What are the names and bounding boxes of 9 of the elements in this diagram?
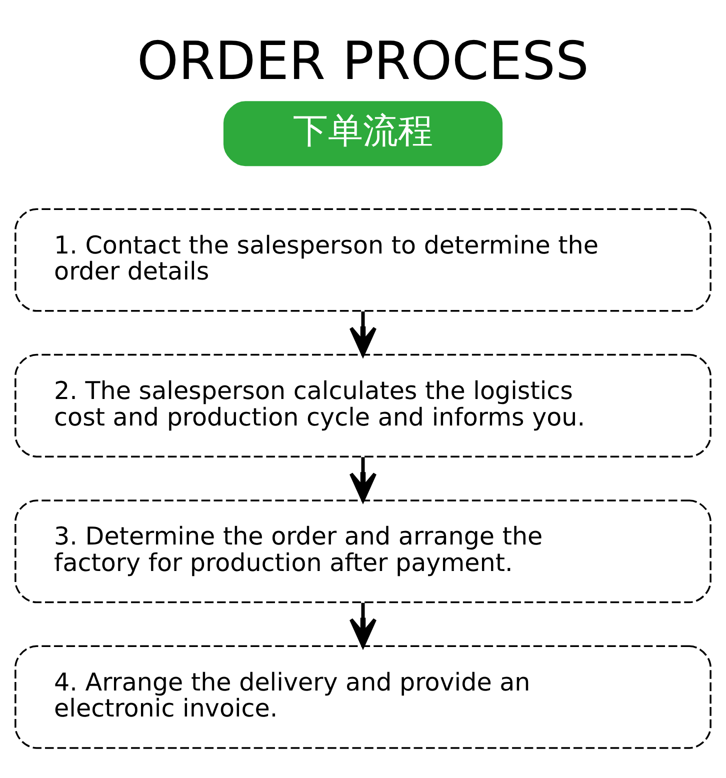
arrow — [349, 311, 377, 356]
node-box: 下单流程 — [223, 101, 503, 166]
arrow — [349, 602, 377, 648]
node-box: 3. Determine the order and arrange the factory for production after payment. — [14, 500, 712, 604]
node-box: 1. Contact the salesperson to determine the order details — [14, 208, 712, 312]
node-box: 4. Arrange the delivery and provide an electronic invoice. — [14, 645, 712, 749]
node-box: 2. The salesperson calculates the logistics cost and production cycle and informs you. — [14, 354, 712, 458]
arrow — [349, 457, 377, 502]
diagram-title: ORDER PROCESS — [137, 31, 589, 92]
